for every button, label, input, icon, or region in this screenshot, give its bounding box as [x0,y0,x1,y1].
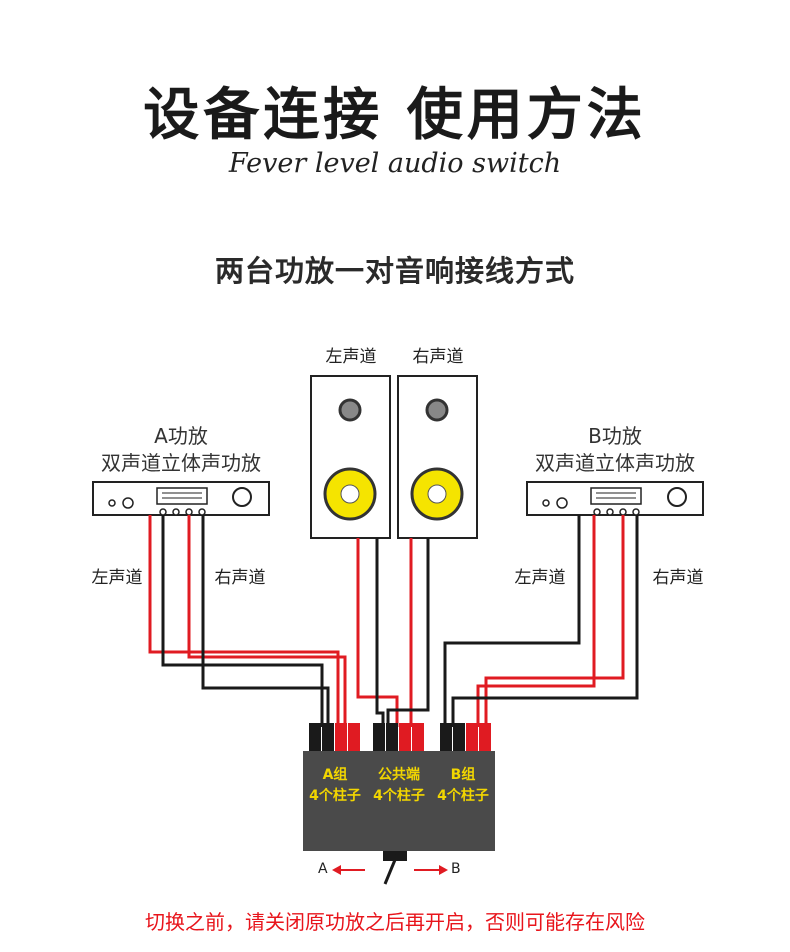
arrow-right-icon [414,865,448,875]
amp-b-left-channel-label: 左声道 [514,568,566,588]
amp-b-unit [526,481,704,516]
amp-a-wires [148,515,347,727]
right-speaker [397,375,478,539]
amp-b-name: B功放 [588,424,642,448]
amp-a-name: A功放 [154,424,208,448]
page-title: 设备连接 使用方法 [143,83,647,148]
direction-a-label: A [318,861,328,877]
left-speaker-label: 左声道 [325,347,377,367]
left-speaker [310,375,391,539]
group-a-label: A组 4个柱子 [303,765,367,807]
right-speaker-label: 右声道 [412,347,464,367]
speaker-wires [356,538,430,727]
switch-box [303,751,495,851]
group-a-posts: 4个柱子 [309,788,361,804]
amp-b-desc: 双声道立体声功放 [535,451,695,475]
group-b-title: B组 [450,767,476,783]
group-b-label: B组 4个柱子 [431,765,495,807]
amp-b-wires [443,515,639,727]
warning-text: 切换之前，请关闭原功放之后再开启，否则可能存在风险 [145,910,645,934]
amp-a-left-channel-label: 左声道 [91,568,143,588]
common-label: 公共端 4个柱子 [367,765,431,807]
direction-b-label: B [451,861,461,877]
amp-a-right-channel-label: 右声道 [214,568,266,588]
arrow-left-icon [332,865,365,875]
amp-a-unit [92,481,270,516]
group-b-posts: 4个柱子 [437,788,489,804]
common-title: 公共端 [378,767,420,783]
page-subtitle: Fever level audio switch [228,148,562,179]
amp-a-desc: 双声道立体声功放 [101,451,261,475]
amp-b-right-channel-label: 右声道 [652,568,704,588]
switch-knob [383,851,407,885]
banana-plugs [309,723,491,751]
group-a-title: A组 [322,767,348,783]
common-posts: 4个柱子 [373,788,425,804]
section-title: 两台功放一对音响接线方式 [214,254,575,288]
